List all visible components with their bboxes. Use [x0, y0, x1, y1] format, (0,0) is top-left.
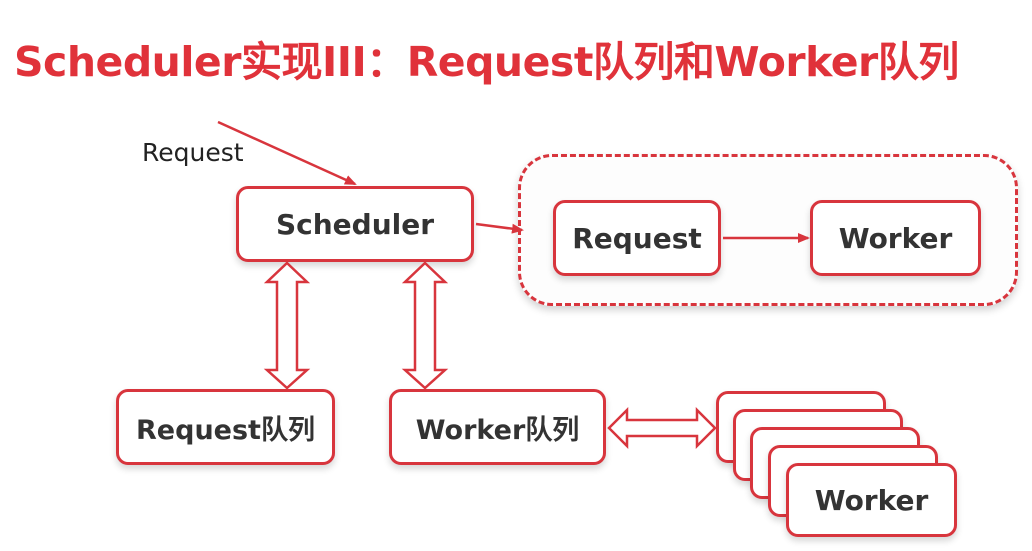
worker-label: Worker: [838, 221, 953, 255]
worker-queue-label: Worker队列: [415, 414, 580, 446]
request-label: Request: [572, 221, 702, 255]
scheduler-node: Scheduler: [236, 186, 474, 262]
scheduler-requestqueue-double-arrow: [263, 261, 311, 390]
workerqueue-workers-double-arrow: [607, 406, 717, 450]
scheduler-label: Scheduler: [275, 207, 435, 241]
worker-stack-top-label: Worker: [814, 483, 929, 517]
request-queue-label: Request队列: [136, 414, 315, 446]
page-title: Scheduler实现III：Request队列和Worker队列: [14, 38, 959, 86]
request-node: Request: [553, 200, 721, 276]
scheduler-workerqueue-double-arrow: [401, 261, 449, 390]
scheduler-to-group-arrow: [475, 222, 524, 234]
request-queue-node: Request队列: [116, 389, 335, 465]
incoming-request-label: Request: [142, 138, 244, 167]
worker-queue-node: Worker队列: [389, 389, 606, 465]
worker-stack-top: Worker: [786, 463, 957, 537]
worker-node: Worker: [810, 200, 981, 276]
